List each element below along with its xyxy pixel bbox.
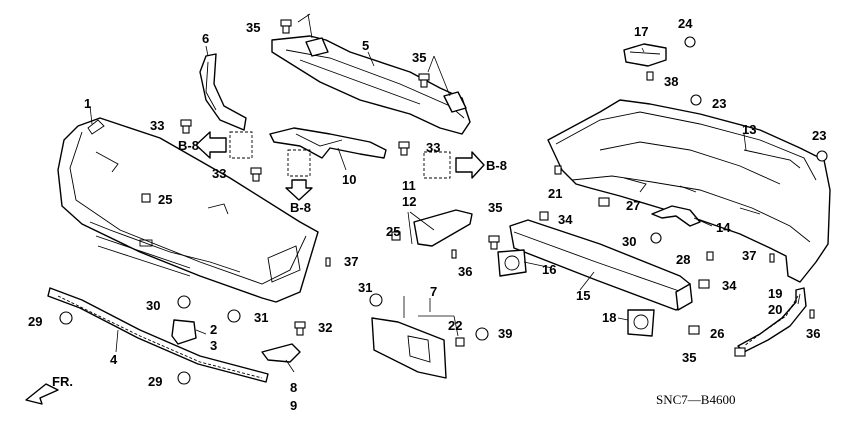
- callout-28: 28: [676, 252, 690, 267]
- callout-5: 5: [362, 38, 369, 53]
- callout-36-a: 36: [458, 264, 472, 279]
- callout-18: 18: [602, 310, 616, 325]
- callout-32: 32: [318, 320, 332, 335]
- callout-38: 38: [664, 74, 678, 89]
- front-absorber: [271, 35, 471, 135]
- front-label: FR.: [52, 374, 73, 389]
- callout-14: 14: [716, 220, 731, 235]
- front-lower-strip: [47, 287, 269, 383]
- callout-30-a: 30: [146, 298, 160, 313]
- callout-17: 17: [634, 24, 648, 39]
- callout-26: 26: [710, 326, 724, 341]
- ref-label-bottom: B-8: [290, 200, 311, 215]
- callout-39: 39: [498, 326, 512, 341]
- leader-lines: [89, 13, 801, 373]
- callout-29-a: 29: [28, 314, 42, 329]
- front-center-bracket: [269, 127, 387, 159]
- callout-27: 27: [626, 198, 640, 213]
- callout-34-a: 34: [558, 212, 573, 227]
- ref-label-right: B-8: [486, 158, 507, 173]
- callout-24: 24: [678, 16, 693, 31]
- callout-6: 6: [202, 31, 209, 46]
- ref-arrows: [195, 131, 485, 201]
- reflector-18: [627, 309, 655, 337]
- callout-19: 19: [768, 286, 782, 301]
- callout-12: 12: [402, 194, 416, 209]
- callout-7: 7: [430, 284, 437, 299]
- ref-labels: B-8 B-8 B-8: [178, 138, 507, 215]
- callout-9: 9: [290, 398, 297, 413]
- callout-1: 1: [84, 96, 91, 111]
- callout-22: 22: [448, 318, 462, 333]
- callout-4: 4: [110, 352, 118, 367]
- callout-10: 10: [342, 172, 356, 187]
- callout-15: 15: [576, 288, 590, 303]
- front-direction-arrow: [25, 383, 59, 405]
- callout-35-b: 35: [412, 50, 426, 65]
- diagram-code: SNC7—B4600: [656, 392, 735, 407]
- callout-2: 2: [210, 322, 217, 337]
- callout-25-a: 25: [158, 192, 172, 207]
- callout-33-c: 33: [426, 140, 440, 155]
- front-bumper-face: [57, 117, 319, 303]
- callout-21: 21: [548, 186, 562, 201]
- callout-35-c: 35: [488, 200, 502, 215]
- callout-36-b: 36: [806, 326, 820, 341]
- callout-23-a: 23: [712, 96, 726, 111]
- callout-23-b: 23: [812, 128, 826, 143]
- callout-33-b: 33: [212, 166, 226, 181]
- rear-bracket: [651, 205, 701, 227]
- callout-35-d: 35: [682, 350, 696, 365]
- callout-13: 13: [742, 122, 756, 137]
- callout-37-b: 37: [742, 248, 756, 263]
- callout-30-b: 30: [622, 234, 636, 249]
- callout-33-a: 33: [150, 118, 164, 133]
- callout-29-b: 29: [148, 374, 162, 389]
- callout-labels: 1 6 35 5 35 33 33 33 10 11 12 25 25 35 3…: [28, 16, 826, 413]
- callout-8: 8: [290, 380, 297, 395]
- fastener-icons: [59, 19, 828, 385]
- bracket-11: [413, 209, 473, 247]
- callout-11: 11: [402, 178, 416, 193]
- front-bracket-left: [199, 53, 247, 131]
- callout-34-b: 34: [722, 278, 737, 293]
- rear-bumper-face: [547, 99, 831, 283]
- callout-25-b: 25: [386, 224, 400, 239]
- callout-20: 20: [768, 302, 782, 317]
- garnish-8: [261, 343, 301, 363]
- callout-31-b: 31: [254, 310, 268, 325]
- rear-beam: [509, 219, 693, 311]
- callout-16: 16: [542, 262, 556, 277]
- callout-31-a: 31: [358, 280, 372, 295]
- license-plate-base: [371, 317, 447, 379]
- reflector-16: [497, 249, 527, 277]
- callout-3: 3: [210, 338, 217, 353]
- rear-bracket-17: [623, 43, 667, 67]
- callout-35-a: 35: [246, 20, 260, 35]
- callout-37-a: 37: [344, 254, 358, 269]
- ref-label-left: B-8: [178, 138, 199, 153]
- garnish-2: [171, 319, 197, 345]
